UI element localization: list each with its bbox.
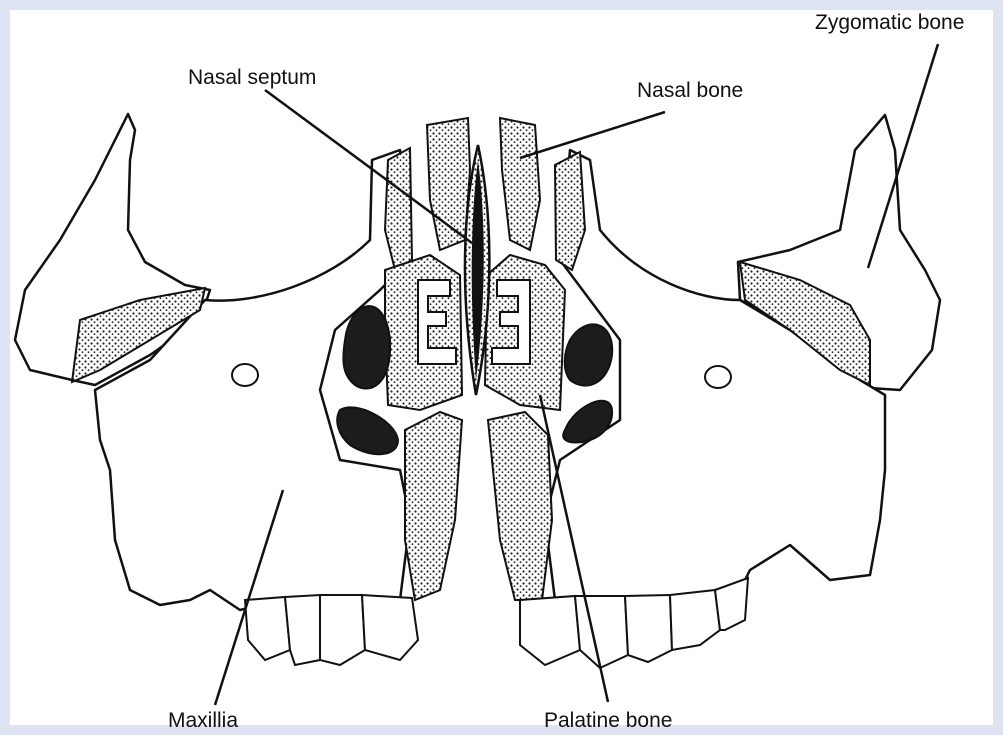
right-infraorbital-foramen: [705, 366, 731, 388]
label-zygomatic-bone: Zygomatic bone: [815, 12, 964, 33]
left-lower-sinus: [337, 407, 398, 454]
left-tooth-4: [362, 595, 418, 660]
left-tooth-2: [285, 595, 320, 665]
left-tooth-1: [245, 597, 290, 660]
left-upper-sinus: [343, 306, 390, 388]
label-palatine-bone: Palatine bone: [544, 710, 672, 731]
nasal-bone-leader: [520, 112, 665, 158]
right-tooth-2: [575, 596, 628, 668]
right-tooth-1: [520, 596, 580, 665]
label-nasal-septum: Nasal septum: [188, 67, 316, 88]
left-infraorbital-foramen: [232, 364, 258, 386]
label-maxilla: Maxillia: [168, 710, 238, 731]
right-tooth-3: [625, 595, 672, 662]
label-nasal-bone: Nasal bone: [637, 80, 743, 101]
right-tooth-4: [670, 590, 720, 650]
left-tooth-3: [320, 595, 365, 665]
right-palatine-bone: [488, 412, 552, 600]
right-upper-sinus: [565, 324, 612, 385]
right-nasal-bone: [500, 118, 540, 250]
left-nasal-bone: [427, 118, 470, 250]
left-palatine-bone: [405, 412, 462, 600]
